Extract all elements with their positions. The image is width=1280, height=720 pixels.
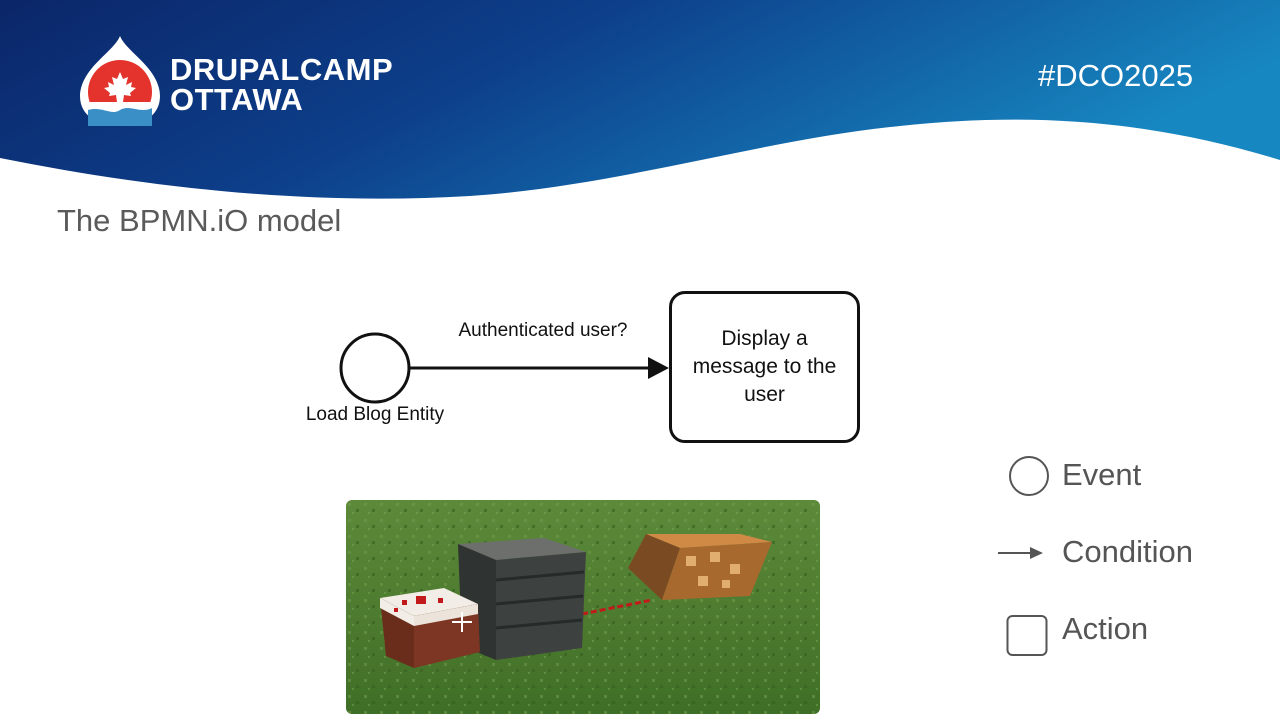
task-label: Display a message to the user — [692, 327, 837, 406]
header-banner — [0, 0, 1280, 199]
legend-event-label: Event — [1062, 457, 1142, 492]
sequence-flow-arrowhead — [648, 357, 669, 379]
sequence-flow-label: Authenticated user? — [458, 320, 628, 341]
legend-condition-label: Condition — [1062, 534, 1193, 569]
legend-action-label: Action — [1062, 611, 1149, 646]
logo-line-1: DRUPALCAMP — [170, 52, 394, 87]
arrow-icon — [998, 547, 1043, 559]
slide-title: The BPMN.iO model — [57, 203, 342, 238]
task-box: Display a message to the user — [669, 291, 860, 443]
start-event-circle — [339, 332, 411, 404]
square-icon — [1006, 615, 1048, 656]
minecraft-redstone-scene-image — [346, 500, 820, 714]
event-hashtag: #DCO2025 — [1038, 58, 1194, 93]
circle-icon — [1009, 456, 1049, 496]
logo-wordmark: DRUPALCAMP OTTAWA — [170, 52, 394, 117]
logo-line-2: OTTAWA — [170, 82, 304, 117]
drupal-drop-logo-icon — [80, 36, 160, 126]
start-event-label: Load Blog Entity — [305, 404, 445, 425]
